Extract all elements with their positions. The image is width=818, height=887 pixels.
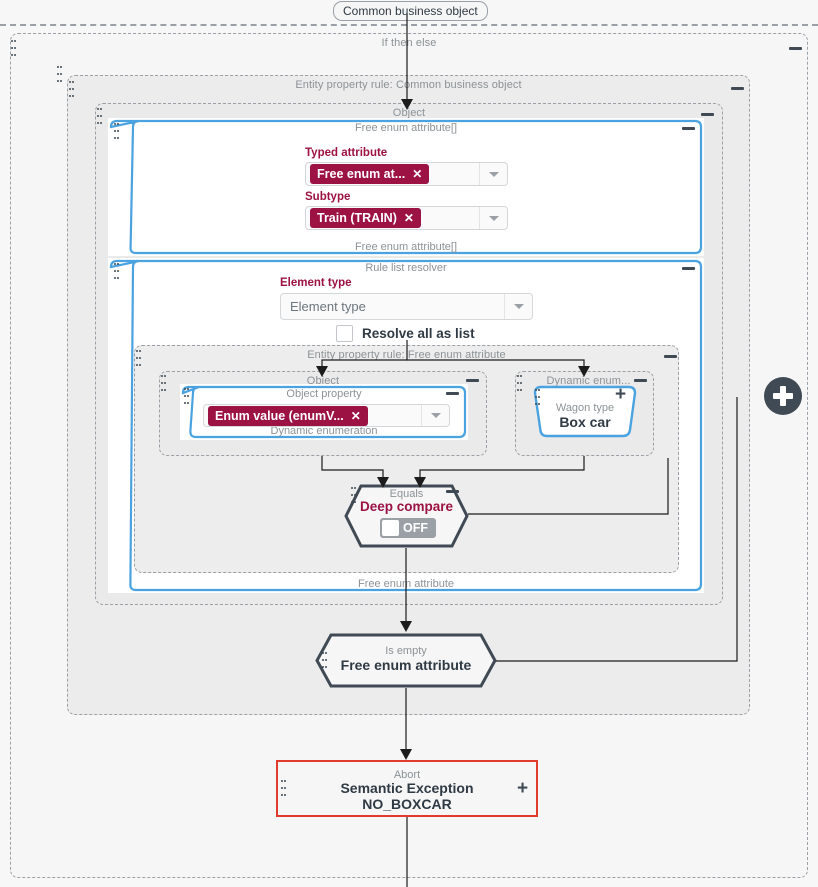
object-property-chip[interactable]: Enum value (enumV... ✕ bbox=[208, 405, 368, 426]
typed-attribute-chip-remove-icon[interactable]: ✕ bbox=[412, 167, 423, 181]
typed-attribute-chip-label: Free enum at... bbox=[317, 167, 406, 181]
subtype-chip-label: Train (TRAIN) bbox=[317, 211, 397, 225]
group-entity-rule-common-title: Entity property rule: Common business ob… bbox=[295, 79, 522, 91]
drag-handle-wagon-type[interactable] bbox=[535, 389, 540, 406]
typed-attribute-select[interactable]: Free enum at... ✕ bbox=[305, 162, 508, 186]
add-abort-button[interactable]: + bbox=[517, 778, 529, 799]
element-type-select[interactable]: Element type bbox=[280, 293, 533, 320]
deep-compare-toggle[interactable]: OFF bbox=[380, 518, 436, 538]
add-branch-fab[interactable] bbox=[764, 377, 802, 415]
chevron-down-icon bbox=[430, 413, 441, 418]
typed-attribute-chip[interactable]: Free enum at... ✕ bbox=[310, 164, 430, 184]
node-abort[interactable]: Abort Semantic Exception NO_BOXCAR bbox=[276, 760, 538, 817]
minimize-if-then-else[interactable] bbox=[789, 47, 802, 50]
typed-attribute-dropdown-toggle[interactable] bbox=[479, 163, 507, 185]
element-type-placeholder: Element type bbox=[290, 299, 366, 314]
plus-icon-vertical bbox=[780, 386, 786, 406]
node-abort-detail: NO_BOXCAR bbox=[362, 796, 452, 812]
node-wagon-type-value: Box car bbox=[559, 414, 611, 430]
subtype-select[interactable]: Train (TRAIN) ✕ bbox=[305, 206, 508, 230]
node-is-empty-title: Free enum attribute bbox=[340, 657, 472, 673]
drag-handle-entity-rule-free-enum[interactable] bbox=[136, 350, 141, 367]
object-property-chip-label: Enum value (enumV... bbox=[215, 408, 344, 423]
drag-handle-dynamic-enum[interactable] bbox=[517, 375, 522, 392]
panel-free-enum-array[interactable]: Free enum attribute[] Free enum attribut… bbox=[108, 118, 704, 256]
label-subtype: Subtype bbox=[305, 191, 351, 203]
add-wagon-type-button[interactable]: + bbox=[615, 384, 627, 405]
drag-handle-abort[interactable] bbox=[281, 780, 286, 797]
drag-handle-entity-rule-common-outer[interactable] bbox=[57, 66, 62, 83]
drag-handle-entity-rule-common[interactable] bbox=[69, 81, 74, 98]
minimize-entity-rule-free-enum[interactable] bbox=[664, 355, 677, 358]
chevron-down-icon bbox=[488, 215, 499, 221]
node-is-empty-subtitle: Is empty bbox=[385, 645, 427, 657]
subtype-chip[interactable]: Train (TRAIN) ✕ bbox=[310, 208, 421, 228]
resolve-all-as-list-label: Resolve all as list bbox=[362, 326, 475, 341]
label-typed-attribute: Typed attribute bbox=[305, 147, 388, 159]
drag-handle-free-enum-array[interactable] bbox=[114, 123, 119, 140]
panel-object-property-title: Object property bbox=[286, 388, 362, 400]
minimize-equals[interactable] bbox=[446, 490, 459, 493]
node-is-empty[interactable]: Is empty Free enum attribute bbox=[315, 633, 497, 688]
canvas-top-divider bbox=[0, 24, 818, 26]
node-equals[interactable]: Equals Deep compare OFF bbox=[344, 484, 469, 548]
label-element-type: Element type bbox=[280, 277, 352, 289]
node-equals-subtitle: Equals bbox=[389, 488, 424, 500]
minimize-entity-rule-common[interactable] bbox=[731, 87, 744, 90]
deep-compare-toggle-label: OFF bbox=[403, 521, 428, 535]
minimize-rule-list-resolver[interactable] bbox=[682, 267, 695, 270]
resolve-all-as-list-checkbox[interactable] bbox=[336, 325, 353, 342]
minimize-free-enum-array[interactable] bbox=[682, 127, 695, 130]
subtype-chip-remove-icon[interactable]: ✕ bbox=[403, 211, 414, 225]
node-equals-title: Deep compare bbox=[359, 499, 454, 514]
group-entity-rule-free-enum-title: Entity property rule: Free enum attribut… bbox=[307, 349, 506, 361]
panel-free-enum-array-title: Free enum attribute[] bbox=[354, 122, 458, 134]
object-property-chip-remove-icon[interactable]: ✕ bbox=[350, 408, 361, 423]
subtype-dropdown-toggle[interactable] bbox=[479, 207, 507, 229]
minimize-object-outer[interactable] bbox=[701, 113, 714, 116]
element-type-dropdown-toggle[interactable] bbox=[504, 294, 532, 319]
drag-handle-equals[interactable] bbox=[351, 487, 356, 504]
minimize-dynamic-enum[interactable] bbox=[634, 379, 647, 382]
panel-rule-list-resolver-title: Rule list resolver bbox=[365, 262, 447, 274]
drag-handle-object-property[interactable] bbox=[184, 388, 189, 405]
object-property-select[interactable]: Enum value (enumV... ✕ bbox=[203, 404, 450, 427]
panel-rule-list-resolver-footer: Free enum attribute bbox=[358, 578, 454, 590]
resolve-all-as-list-row[interactable]: Resolve all as list bbox=[336, 325, 475, 342]
node-abort-title: Semantic Exception bbox=[340, 780, 474, 796]
drag-handle-object-inner[interactable] bbox=[161, 375, 166, 392]
object-property-dropdown-toggle[interactable] bbox=[421, 405, 449, 426]
drag-handle-if-then-else[interactable] bbox=[11, 40, 16, 57]
minimize-object-inner[interactable] bbox=[466, 379, 479, 382]
group-if-then-else-title: If then else bbox=[381, 37, 437, 49]
root-node-pill[interactable]: Common business object bbox=[333, 1, 488, 21]
chevron-down-icon bbox=[488, 171, 499, 177]
node-abort-subtitle: Abort bbox=[393, 769, 421, 781]
panel-free-enum-array-footer: Free enum attribute[] bbox=[354, 241, 458, 253]
minimize-object-property[interactable] bbox=[446, 392, 459, 395]
chevron-down-icon bbox=[513, 304, 524, 309]
drag-handle-object-outer[interactable] bbox=[97, 108, 102, 125]
panel-object-property-footer: Dynamic enumeration bbox=[270, 425, 378, 437]
drag-handle-is-empty[interactable] bbox=[322, 652, 327, 669]
deep-compare-toggle-knob bbox=[382, 520, 399, 536]
drag-handle-rule-list-resolver[interactable] bbox=[114, 263, 119, 280]
